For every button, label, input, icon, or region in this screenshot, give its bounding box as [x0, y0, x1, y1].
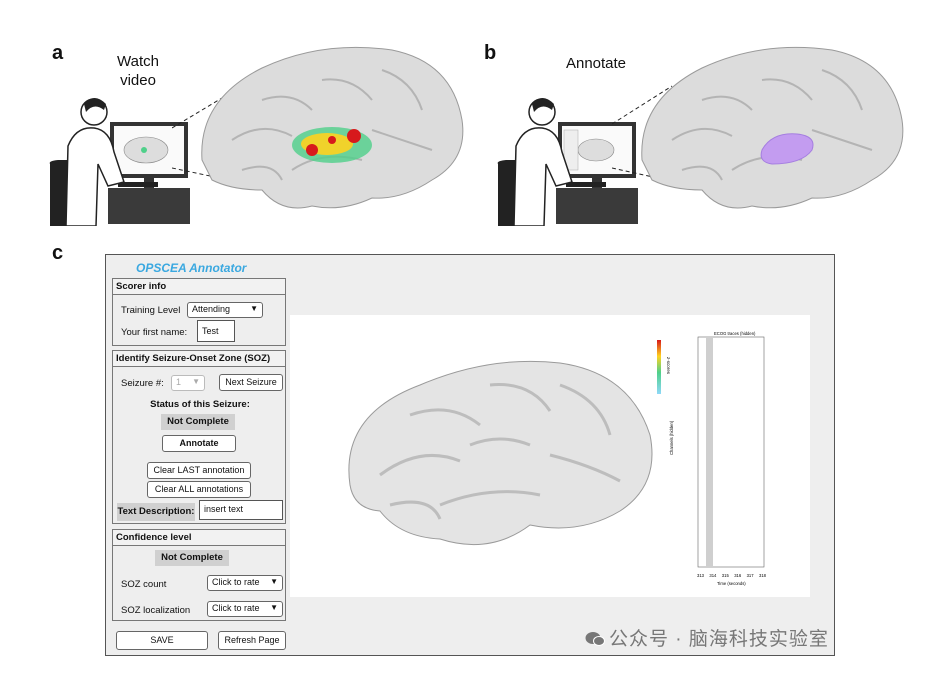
soz-group: Identify Seizure-Onset Zone (SOZ) Seizur…: [112, 350, 286, 524]
seizure-status-heading: Status of this Seizure:: [150, 399, 250, 410]
brain-render: z-scores ECOG traces (hidden) Channels (…: [348, 331, 767, 586]
save-button[interactable]: SAVE: [116, 631, 208, 650]
trace-tick-label: 313: [697, 573, 705, 578]
seizure-status-badge: Not Complete: [161, 414, 235, 430]
panel-letter-c: c: [52, 242, 64, 264]
caption-annotate: Annotate: [565, 55, 627, 72]
first-name-field[interactable]: Test: [197, 320, 235, 342]
caption-watch: Watch: [117, 53, 159, 70]
brain-viewer: z-scores ECOG traces (hidden) Channels (…: [290, 315, 810, 597]
clear-last-annotation-button[interactable]: Clear LAST annotation: [147, 462, 251, 479]
seizure-number-select[interactable]: 1 ▼: [171, 375, 205, 391]
wechat-icon: [585, 631, 605, 647]
seizure-number-label: Seizure #:: [121, 378, 164, 389]
brain-annotation-b: [612, 46, 904, 209]
chevron-down-icon: ▼: [192, 377, 200, 386]
refresh-page-button[interactable]: Refresh Page: [218, 631, 286, 650]
trace-x-ticks: 313 314 315 316 317 318: [697, 573, 767, 578]
soz-count-label: SOZ count: [121, 579, 167, 590]
trace-tick-label: 314: [709, 573, 717, 578]
caption-watch-video: Watch video: [108, 52, 168, 90]
clear-all-annotations-button[interactable]: Clear ALL annotations: [147, 481, 251, 498]
training-level-value: Attending: [192, 304, 231, 314]
annotate-button[interactable]: Annotate: [162, 435, 236, 452]
soz-localization-select[interactable]: Click to rate ▼: [207, 601, 283, 617]
caption-video: video: [120, 72, 156, 89]
chevron-down-icon: ▼: [250, 304, 258, 313]
app-title: OPSCEA Annotator: [136, 261, 247, 275]
trace-highlight: [706, 337, 713, 567]
trace-tick-label: 317: [747, 573, 755, 578]
chevron-down-icon: ▼: [270, 603, 278, 612]
chevron-down-icon: ▼: [270, 577, 278, 586]
brain-heatmap-a: [172, 46, 464, 209]
text-description-field[interactable]: insert text: [199, 500, 283, 520]
panel-letter-b: b: [484, 42, 497, 64]
next-seizure-button[interactable]: Next Seizure: [219, 374, 283, 391]
opscea-annotator-window: OPSCEA Annotator Scorer info Training Le…: [105, 254, 835, 656]
scorer-info-group: Scorer info Training Level Attending ▼ Y…: [112, 278, 286, 346]
soz-count-select[interactable]: Click to rate ▼: [207, 575, 283, 591]
colorbar-label: z-scores: [666, 357, 671, 375]
trace-ylabel: Channels (hidden): [669, 420, 674, 455]
training-level-select[interactable]: Attending ▼: [187, 302, 263, 318]
watermark: 公众号 · 脑海科技实验室: [585, 624, 829, 651]
trace-title: ECOG traces (hidden): [714, 331, 756, 336]
seizure-number-value: 1: [176, 377, 182, 387]
confidence-header: Confidence level: [113, 530, 285, 546]
trace-tick-label: 318: [759, 573, 767, 578]
trace-tick-label: 315: [722, 573, 730, 578]
training-level-label: Training Level: [121, 305, 181, 316]
text-description-label: Text Description:: [117, 503, 195, 521]
soz-header: Identify Seizure-Onset Zone (SOZ): [113, 351, 285, 367]
confidence-status-badge: Not Complete: [155, 550, 229, 566]
scorer-info-header: Scorer info: [113, 279, 285, 295]
colorbar: [657, 340, 661, 394]
person-at-computer-illustration-b: [497, 98, 638, 226]
trace-tick-label: 316: [734, 573, 742, 578]
soz-localization-value: Click to rate: [212, 603, 260, 613]
trace-xlabel: Time (seconds): [717, 581, 746, 586]
first-name-label: Your first name:: [121, 327, 188, 338]
soz-localization-label: SOZ localization: [121, 605, 191, 616]
soz-count-value: Click to rate: [212, 577, 260, 587]
panel-letter-a: a: [52, 42, 64, 64]
confidence-group: Confidence level Not Complete SOZ count …: [112, 529, 286, 621]
watermark-text: 公众号 · 脑海科技实验室: [609, 629, 829, 650]
